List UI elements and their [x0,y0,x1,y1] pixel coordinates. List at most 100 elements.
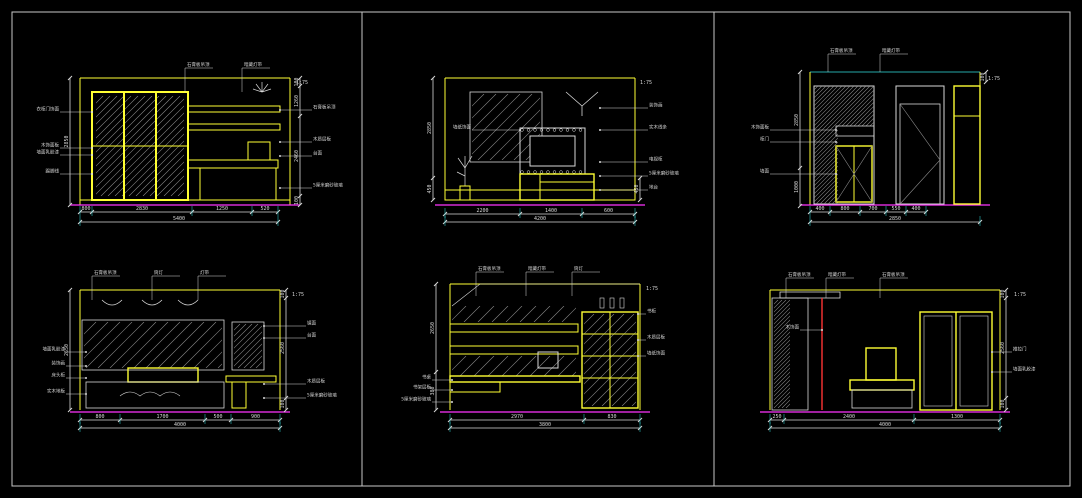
hatch-line [477,306,495,322]
hatch-line [529,356,551,376]
dimension-tick [297,202,303,208]
dimension-value: 100 [1000,399,1006,408]
dimension-value: 800 [95,414,104,420]
hatch-line [452,306,467,321]
hatch-line [814,169,838,195]
column-hatch [814,86,838,204]
leader-dot [279,141,281,143]
door-leaf [959,315,989,407]
dimension-value: 830 [607,414,616,420]
annotation-label: 墙面乳胶漆 [1013,366,1036,373]
wood-panel [771,297,809,411]
upper-cabinet-hatch [838,86,874,126]
hatch-line [849,101,874,126]
dimension-tick [637,197,643,203]
leader-dot [599,107,601,109]
hatch-line [865,117,874,126]
hatch-line [814,121,838,147]
decor-dot [572,128,576,132]
desk-drawer [449,381,501,393]
annotation-label: 木饰面 [786,324,800,331]
hatch-line [774,343,790,361]
mirror-hatch [234,324,262,368]
hatch-line [861,113,874,126]
leader-dot [85,351,87,353]
annotation-label: 床头柜 [52,372,66,379]
hatch-lines [84,322,222,368]
hatch-lines [452,306,576,322]
hatch-line [234,337,262,367]
annotation-label: 石膏板吊顶 [830,47,853,54]
bed-pillows [119,391,181,397]
decor-dot [552,128,557,132]
hatch-line [774,311,790,329]
dimension-value: 550 [891,206,900,212]
hatch-line [838,86,874,123]
wall-column [813,85,875,205]
annotation-label: 石膏板吊顶 [313,104,336,111]
hatch-line [557,357,576,376]
hatch-line [838,86,851,99]
downlight-icon [101,299,123,306]
hatch-line [814,125,838,151]
hatch-line [519,306,537,322]
hatch-line [96,96,118,118]
scale-tag: 1:75 [296,80,308,86]
upper-wall-hatch [452,306,576,322]
hatch-line [472,94,485,107]
dimension-value: 520 [260,206,269,212]
dimension-value: 250 [772,414,781,420]
annotation-label: 墙面乳胶漆 [43,346,66,353]
headboard-hatch [84,322,222,368]
dimension-value: 4200 [534,216,546,222]
dimension-value: 2560 [1000,342,1006,354]
dimension-value: 2850 [427,122,433,134]
shelf [449,345,579,355]
dimension-tick [283,295,289,301]
annotation-label: 装饰画 [52,360,66,367]
annotation-label: 踢脚线 [46,168,60,175]
annotation-label: 石膏板吊顶 [478,265,501,272]
door-leaf [899,103,941,205]
annotation-label: 木质层板 [647,334,665,341]
leader-dot [279,109,281,111]
bottle-icon [599,297,605,309]
hatch-line [249,355,262,368]
annotation-label: 暗藏灯带 [244,61,262,68]
hatch-line [234,325,262,355]
hatch-line [205,351,222,368]
dimension-value: 400 [815,206,824,212]
plant-icon [456,155,473,186]
hatch-lines [452,356,576,376]
dimension-value: 100 [280,289,286,298]
hatch-lines [774,300,790,408]
hatch-line [234,324,253,343]
dimension-tick [283,407,289,413]
leader-dot [991,371,993,373]
annotation-label: 书架层板 [413,384,431,391]
hatch-line [234,324,259,349]
dimension-tick [1003,295,1009,301]
hatch-line [501,121,540,160]
hatch-line [477,97,540,160]
annotation-label: 灯带 [200,269,209,276]
annotation-label: 5厘米磨砂玻璃 [313,182,343,189]
hatch-line [774,387,790,405]
annotation-label: 装饰画 [649,102,663,109]
hatch-line [841,93,874,126]
annotation-label: 墙面 [760,168,769,175]
hatch-line [85,322,133,368]
leader-dot [279,155,281,157]
leader-dot [91,147,93,149]
hatch-line [774,383,790,401]
annotation-label: 衣柜门饰面 [37,106,60,113]
tv-screen [529,135,576,167]
decor-dot [578,128,583,132]
hatch-line [838,89,874,126]
hatch-line [84,322,121,359]
hatch-line [561,307,576,322]
dimension-value: 2850 [889,216,901,222]
leader-dot [451,379,453,381]
hatch-line [857,109,874,126]
